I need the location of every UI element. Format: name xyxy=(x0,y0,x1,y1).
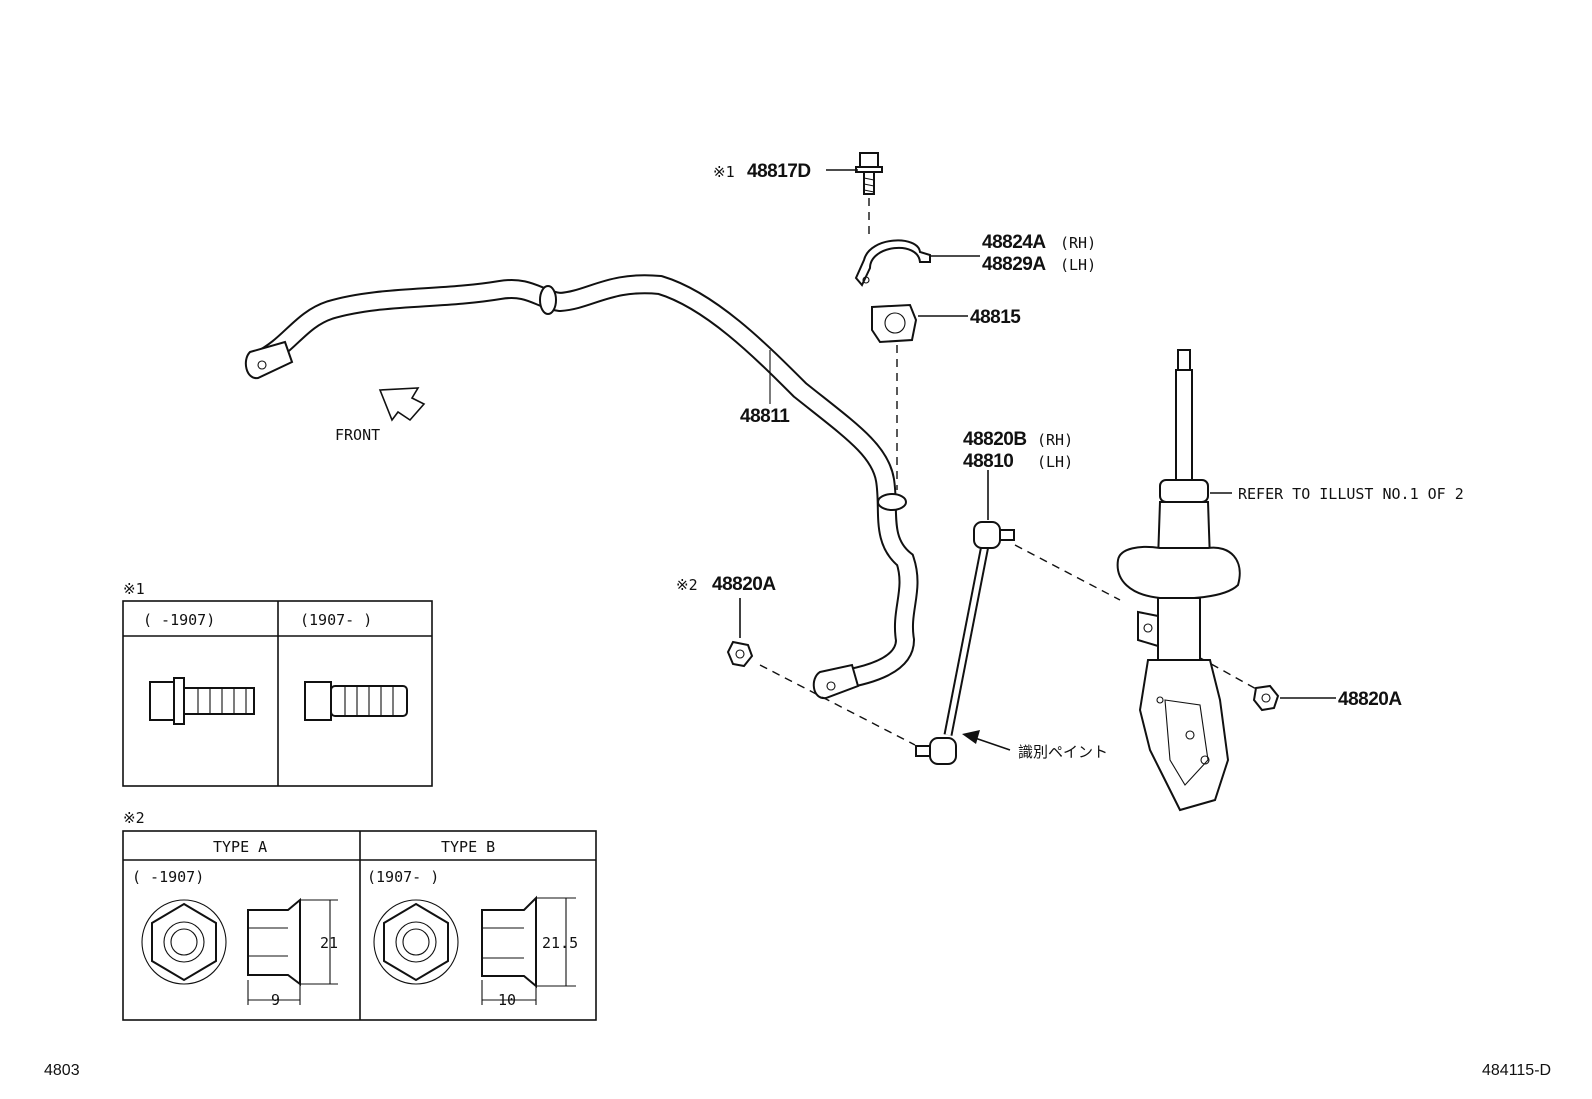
note1-table xyxy=(122,600,433,787)
bolt-flange-icon xyxy=(149,677,255,725)
nut-left[interactable] xyxy=(726,640,754,668)
note2-type-b: TYPE B xyxy=(441,838,495,856)
label-stabilizer-bar[interactable]: 48811 xyxy=(740,406,791,427)
strut-assembly[interactable] xyxy=(1116,349,1241,812)
stabilizer-bar[interactable] xyxy=(244,274,919,700)
bolt-48817d[interactable] xyxy=(855,152,883,195)
nut-left-mark: ※2 xyxy=(676,576,698,594)
stabilizer-link[interactable] xyxy=(915,521,1015,765)
label-bracket-lh[interactable]: 48829A xyxy=(982,254,1047,275)
note2-type-a-range: ( -1907) xyxy=(132,868,204,886)
bracket[interactable] xyxy=(854,239,931,287)
label-refer[interactable]: REFER TO ILLUST NO.1 OF 2 xyxy=(1238,485,1464,503)
label-bracket-rh[interactable]: 48824A xyxy=(982,232,1047,253)
paint-arrow-icon xyxy=(962,730,1011,751)
bushing[interactable] xyxy=(871,303,918,344)
note1-col1-header: ( -1907) xyxy=(143,611,215,629)
label-bracket-lh-side: (LH) xyxy=(1060,256,1096,274)
bolt-mark: ※1 xyxy=(713,163,735,181)
note2-type-a-height: 21 xyxy=(320,934,338,952)
note2-type-a: TYPE A xyxy=(213,838,267,856)
note2-mark: ※2 xyxy=(123,809,145,827)
label-nut-right[interactable]: 48820A xyxy=(1338,689,1403,710)
bolt-hex-icon xyxy=(304,681,408,721)
label-nut-left[interactable]: 48820A xyxy=(712,574,777,595)
nut-right[interactable] xyxy=(1252,684,1280,712)
nut-type-b-top-icon xyxy=(373,899,459,985)
nut-type-a-top-icon xyxy=(141,899,227,985)
label-bolt[interactable]: 48817D xyxy=(747,161,811,182)
label-link-rh-side: (RH) xyxy=(1037,431,1073,449)
note2-table xyxy=(122,830,597,1021)
nut-type-b-side-icon xyxy=(481,895,576,1005)
note2-type-b-width: 10 xyxy=(498,991,516,1009)
label-link-lh-side: (LH) xyxy=(1037,453,1073,471)
note1-col2-header: (1907- ) xyxy=(300,611,372,629)
front-arrow-icon xyxy=(378,387,426,422)
label-bushing[interactable]: 48815 xyxy=(970,307,1022,328)
label-link-rh[interactable]: 48820B xyxy=(963,429,1027,450)
note1-mark: ※1 xyxy=(123,580,145,598)
page-number: 4803 xyxy=(44,1062,80,1079)
nut-type-a-side-icon xyxy=(247,897,338,1005)
figure-code: 484115-D xyxy=(1482,1062,1551,1079)
note2-type-a-width: 9 xyxy=(271,991,280,1009)
front-label: FRONT xyxy=(335,426,380,444)
note2-type-b-range: (1907- ) xyxy=(367,868,439,886)
label-paint-id: 識別ペイント xyxy=(1018,743,1108,761)
label-link-lh[interactable]: 48810 xyxy=(963,451,1014,472)
label-bracket-rh-side: (RH) xyxy=(1060,234,1096,252)
note2-type-b-height: 21.5 xyxy=(542,934,578,952)
